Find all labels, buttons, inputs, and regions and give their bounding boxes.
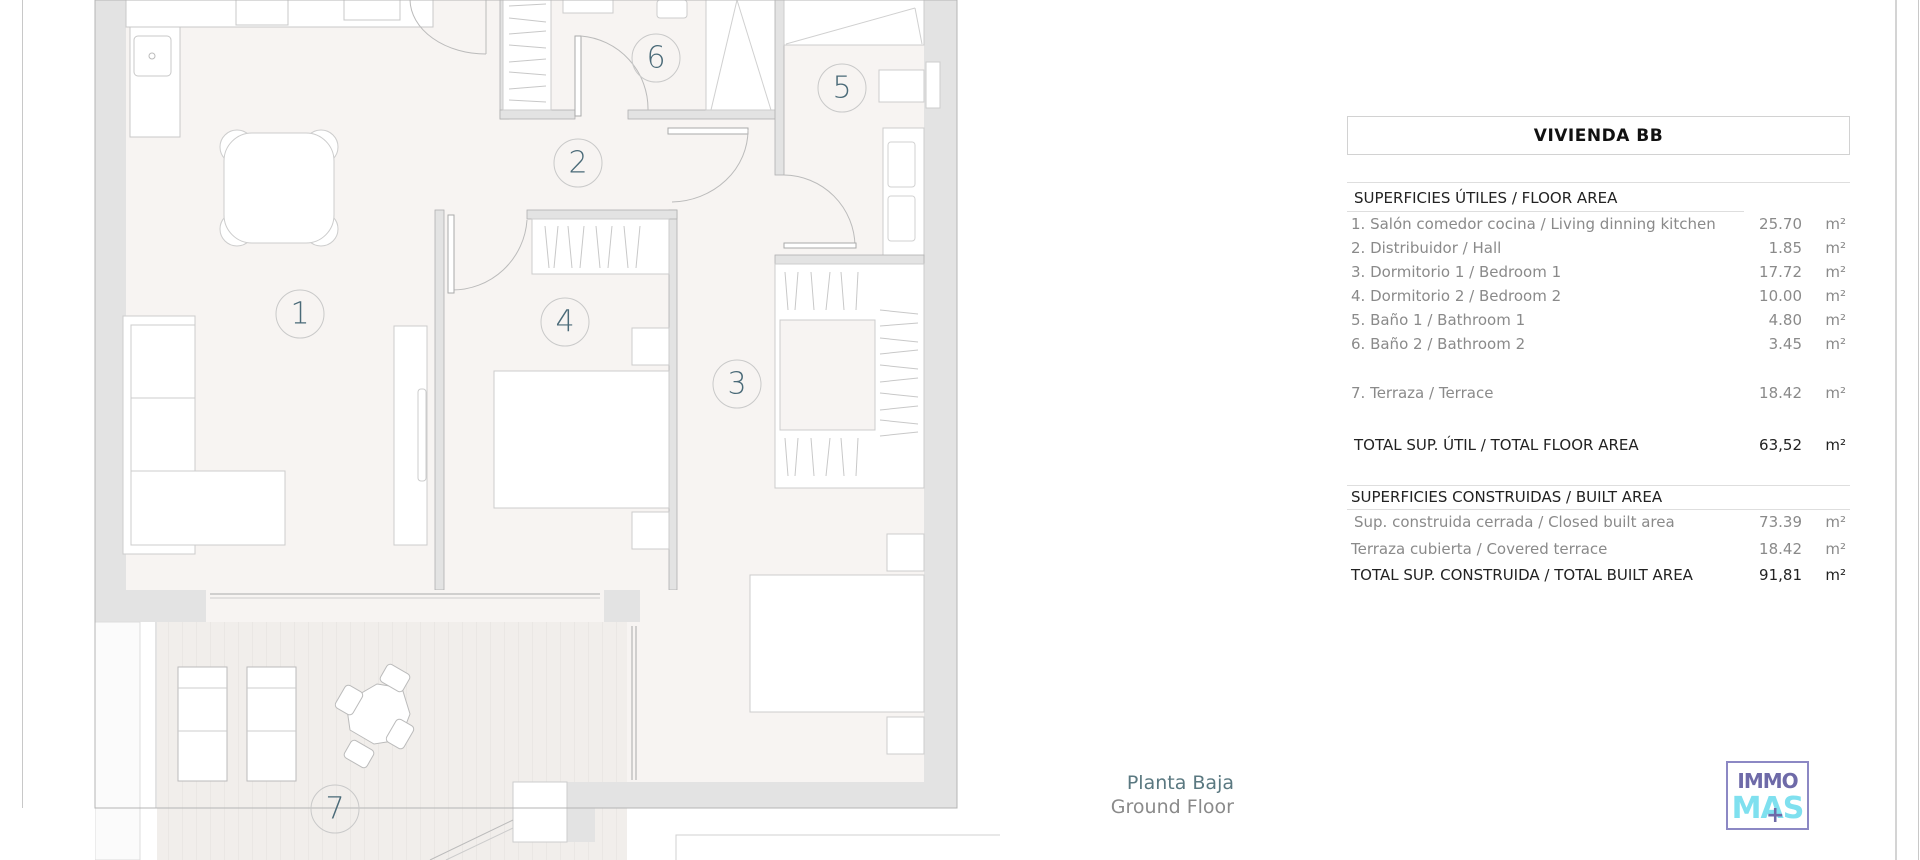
immomas-logo: IMMO MAS +	[1726, 761, 1809, 830]
svg-text:2: 2	[568, 146, 587, 181]
built-area-heading: SUPERFICIES CONSTRUIDAS / BUILT AREA	[1351, 488, 1663, 506]
area-row: 5. Baño 1 / Bathroom 1 4.80 m²	[1351, 311, 1846, 329]
floor-area-heading: SUPERFICIES ÚTILES / FLOOR AREA	[1354, 189, 1618, 207]
unit-title-box: VIVIENDA BB	[1347, 116, 1850, 155]
terrace-table	[334, 663, 415, 769]
area-row: 2. Distribuidor / Hall 1.85 m²	[1351, 239, 1846, 257]
tv-unit	[393, 325, 428, 546]
area-row: 4. Dormitorio 2 / Bedroom 2 10.00 m²	[1351, 287, 1846, 305]
logo-line-2: MAS	[1731, 791, 1805, 826]
room-label-6: 6	[631, 33, 681, 83]
unit-title: VIVIENDA BB	[1533, 125, 1664, 146]
area-row: 6. Baño 2 / Bathroom 2 3.45 m²	[1351, 335, 1846, 353]
built-area-total-row: TOTAL SUP. CONSTRUIDA / TOTAL BUILT AREA…	[1351, 566, 1846, 584]
built-row: Terraza cubierta / Covered terrace 18.42…	[1351, 540, 1846, 558]
room-label-3: 3	[712, 359, 762, 409]
plus-icon: +	[1766, 803, 1785, 828]
svg-text:7: 7	[325, 792, 344, 827]
svg-text:3: 3	[727, 367, 746, 402]
svg-text:6: 6	[646, 41, 665, 76]
floor-area-total-row: TOTAL SUP. ÚTIL / TOTAL FLOOR AREA 63,52…	[1354, 436, 1846, 454]
area-row: 3. Dormitorio 1 / Bedroom 1 17.72 m²	[1351, 263, 1846, 281]
room-label-2: 2	[553, 138, 603, 188]
svg-text:4: 4	[555, 305, 574, 340]
divider	[1347, 211, 1744, 212]
page-border-left	[22, 0, 23, 860]
area-row: 1. Salón comedor cocina / Living dinning…	[1351, 215, 1846, 233]
divider	[1347, 485, 1850, 486]
toilet	[878, 69, 925, 103]
divider	[1347, 182, 1850, 183]
page-border-right	[1895, 0, 1897, 860]
room-label-1: 1	[275, 289, 325, 339]
floor-label: Planta Baja Ground Floor	[1111, 771, 1234, 819]
room-label-5: 5	[817, 63, 867, 113]
area-row: 7. Terraza / Terrace 18.42 m²	[1351, 384, 1846, 402]
bed-bedroom-2	[493, 327, 670, 550]
floor-plan: 1 2 3 4 5 6 7	[94, 0, 1000, 860]
built-row: Sup. construida cerrada / Closed built a…	[1354, 513, 1846, 531]
dining-table	[219, 129, 339, 247]
divider	[1347, 509, 1850, 510]
room-label-7: 7	[310, 784, 360, 834]
room-label-4: 4	[540, 297, 590, 347]
page-border-right-outer	[1918, 0, 1919, 860]
sofa	[122, 315, 286, 555]
sun-loungers	[177, 666, 297, 782]
svg-text:1: 1	[290, 297, 309, 332]
floor-label-spanish: Planta Baja	[1126, 772, 1234, 794]
floor-label-english: Ground Floor	[1110, 796, 1234, 818]
logo-line-1: IMMO	[1737, 769, 1798, 793]
svg-text:5: 5	[832, 71, 851, 106]
